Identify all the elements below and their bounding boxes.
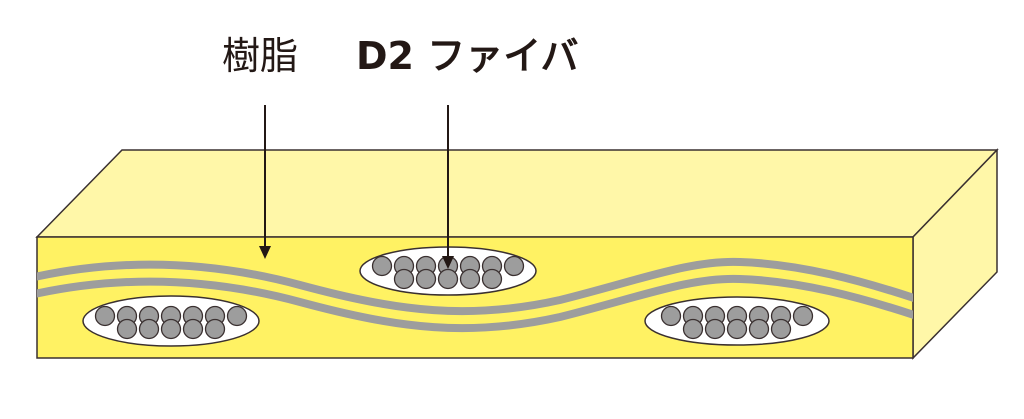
- fiber-filament: [393, 268, 415, 290]
- fiber-filament: [503, 255, 525, 277]
- fiber-filament: [182, 318, 204, 340]
- fiber-bundle-left: [82, 295, 260, 347]
- fiber-filament: [770, 318, 792, 340]
- fiber-filament: [726, 318, 748, 340]
- resin-arrow: [259, 105, 271, 259]
- fiber-filament: [116, 318, 138, 340]
- fiber-filament: [94, 305, 116, 327]
- fiber-filament: [371, 255, 393, 277]
- fiber-filament: [704, 318, 726, 340]
- tape-lower: [37, 274, 913, 333]
- fiber-filament: [459, 268, 481, 290]
- fiber-filament: [682, 318, 704, 340]
- fiber-filament: [160, 318, 182, 340]
- fiber-filament: [226, 305, 248, 327]
- fiber-filament: [748, 318, 770, 340]
- fiber-filament: [792, 305, 814, 327]
- block-top-face: [35, 149, 999, 238]
- tape-upper: [37, 257, 913, 316]
- fiber-filament: [660, 305, 682, 327]
- fiber-filament: [204, 318, 226, 340]
- fiber-filament: [138, 318, 160, 340]
- fiber-filament: [481, 268, 503, 290]
- resin-label: 樹脂: [222, 34, 299, 78]
- fiber-arrow: [442, 105, 454, 269]
- fiber-bundle-center: [359, 246, 537, 296]
- fiber-label: D2 ファイバ: [356, 34, 579, 78]
- fiber-filament: [437, 268, 459, 290]
- fiber-bundle-right: [644, 296, 830, 346]
- fiber-filament: [415, 268, 437, 290]
